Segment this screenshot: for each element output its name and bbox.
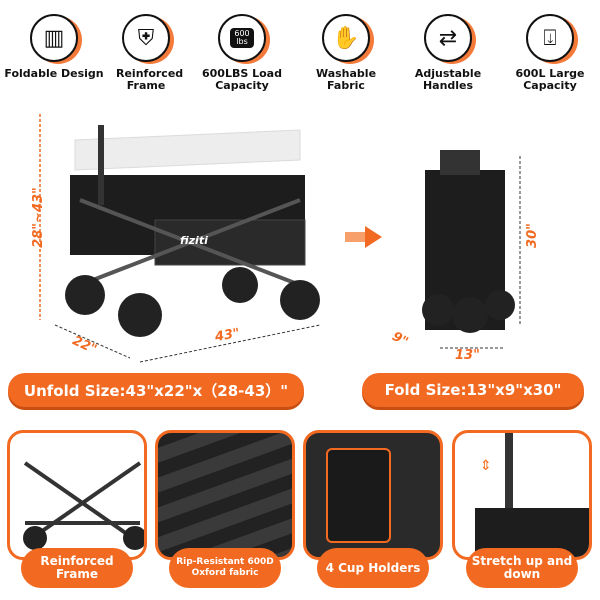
detail-fabric-photo [155,430,295,560]
detail-frame-photo [7,430,147,560]
unfold-height-label: 28"~43" [30,187,46,248]
feature-washable: ✋Washable Fabric [296,14,396,92]
shield-icon: ⛨ [122,14,170,62]
box-icon: ⍗ [526,14,574,62]
feature-capacity: ⍗600L Large Capacity [500,14,600,92]
detail-handle-photo: ⇕ [452,430,592,560]
wash-icon: ✋ [322,14,370,62]
weight-icon: 600 lbs [218,14,266,62]
fold-size-banner: Fold Size:13"x9"x30" [362,373,584,407]
arrows-wrench-icon: ⇄ [424,14,472,62]
map-fold-icon: ▥ [30,14,78,62]
fold-width-label: 13" [455,348,480,363]
fold-height-label: 30" [524,223,540,248]
folded-wagon [422,150,521,349]
caption-stretch: Stretch up and down [466,548,578,588]
detail-cup-holder-photo [303,430,443,560]
brand-logo: fiziti [180,234,208,247]
up-down-arrows-icon: ⇕ [480,458,492,474]
unfolded-wagon [39,114,321,363]
feature-reinforced: ⛨Reinforced Frame [96,14,196,92]
feature-foldable: ▥Foldable Design [4,14,104,80]
unfold-size-banner: Unfold Size:43"x22"x（28-43）" [8,373,304,407]
caption-reinforced-frame: Reinforced Frame [21,548,133,588]
wagon-illustration [39,114,521,363]
arrow-icon [345,226,382,248]
caption-cup-holders: 4 Cup Holders [317,548,429,588]
feature-handles: ⇄Adjustable Handles [398,14,498,92]
caption-oxford-fabric: Rip-Resistant 600D Oxford fabric [169,548,281,588]
